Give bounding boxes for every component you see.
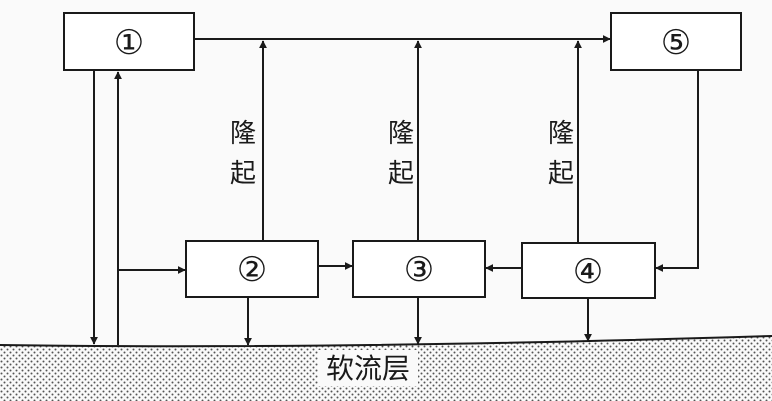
uplift-label-4: 隆 起 xyxy=(548,119,574,189)
box-2: ② xyxy=(185,240,319,298)
box-4-label: ④ xyxy=(573,252,603,292)
box-4-frame xyxy=(521,242,656,299)
box-1: ① xyxy=(63,12,195,71)
uplift-label-3: 隆 起 xyxy=(388,119,414,189)
arrow-5-to-4 xyxy=(655,70,699,272)
connectors xyxy=(90,35,699,346)
box-5-frame xyxy=(610,12,742,71)
uplift-char-1: 隆 xyxy=(230,119,256,149)
box-1-frame xyxy=(63,12,195,71)
box-3-frame xyxy=(352,240,486,298)
box-4: ④ xyxy=(521,242,656,299)
asthenosphere-label-bg xyxy=(318,350,418,386)
uplift-char-1: 隆 xyxy=(388,119,414,149)
box-2-frame xyxy=(185,240,319,298)
box-3-label: ③ xyxy=(404,250,434,290)
box-2-label: ② xyxy=(237,250,267,290)
box-1-label: ① xyxy=(114,23,144,63)
asthenosphere-layer: 软流层 xyxy=(0,335,772,401)
uplift-char-1: 隆 xyxy=(548,119,574,149)
uplift-char-2: 起 xyxy=(548,159,574,189)
uplift-label-2: 隆 起 xyxy=(230,119,256,189)
box-5: ⑤ xyxy=(610,12,742,71)
box-3: ③ xyxy=(352,240,486,298)
uplift-char-2: 起 xyxy=(230,159,256,189)
asthenosphere-top-edge xyxy=(0,335,772,348)
box-5-label: ⑤ xyxy=(661,23,691,63)
asthenosphere-label: 软流层 xyxy=(326,352,410,385)
uplift-char-2: 起 xyxy=(388,159,414,189)
